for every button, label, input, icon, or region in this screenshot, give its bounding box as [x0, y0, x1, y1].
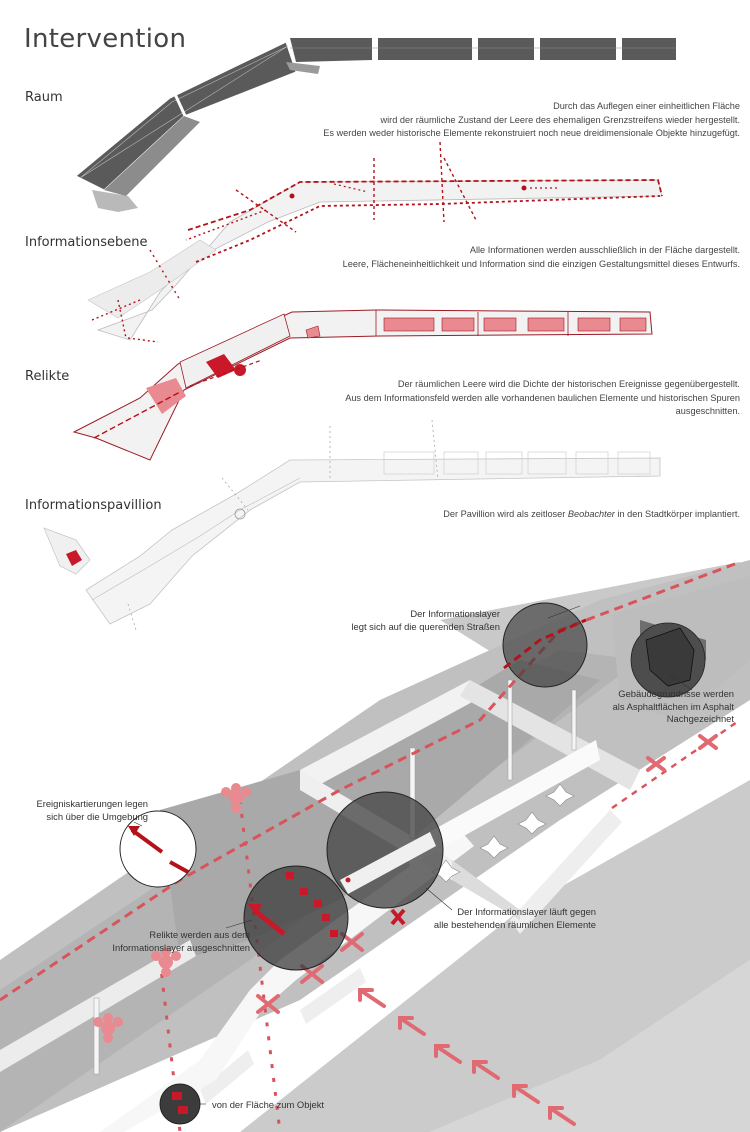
annotation-surface-object: von der Fläche zum Objekt [212, 1099, 325, 1110]
raum-line: Durch das Auflegen einer einheitlichen F… [553, 101, 740, 111]
informationsebene-line: Leere, Flächeneinheitlichkeit und Inform… [342, 258, 740, 269]
relikte-line: Aus dem Informationsfeld werden alle vor… [345, 392, 740, 417]
annotation-line: Nachgezeichnet [666, 713, 734, 724]
annotation-line: Informationslayer ausgeschnitten [112, 941, 250, 953]
annotation-layer-elements: Der Informationslayer läuft gegen alle b… [420, 906, 596, 931]
annotation-line: Relikte werden aus dem [149, 929, 250, 940]
annotation-line: alle bestehenden räumlichen Elemente [433, 918, 596, 930]
section-description-informationspavillion: Der Pavillion wird als zeitloser Beobach… [280, 508, 740, 522]
section-heading-relikte: Relikte [25, 369, 70, 384]
annotation-relics: Relikte werden aus dem Informationslayer… [80, 929, 250, 954]
raum-strip-diagram [75, 38, 676, 212]
pavillion-line-italic: Beobachter [567, 509, 615, 519]
relikte-strip-diagram [72, 309, 653, 461]
annotation-line: Gebäudegrundrisse werden [618, 688, 734, 699]
relikte-line: Der räumlichen Leere wird die Dichte der… [397, 379, 740, 389]
informationsebene-line: Alle Informationen werden ausschließlich… [469, 245, 740, 255]
section-heading-raum: Raum [25, 90, 63, 105]
annotation-layer-streets: Der Informationslayer legt sich auf die … [350, 608, 500, 633]
annotation-footprints: Gebäudegrundrisse werden als Asphaltfläc… [574, 688, 734, 726]
annotation-line: Der Informationslayer läuft gegen [457, 906, 596, 917]
axonometric-view [0, 560, 750, 1132]
annotation-line: legt sich auf die querenden Straßen [351, 620, 500, 632]
section-heading-informationsebene: Informationsebene [25, 235, 148, 250]
annotation-line: als Asphaltflächen im Asphalt [612, 700, 734, 712]
pavillion-line-post: in den Stadtkörper implantiert. [614, 509, 740, 519]
annotation-line: Der Informationslayer [410, 608, 500, 619]
informationsebene-strip-diagram [87, 141, 663, 343]
pavillion-strip-diagram [43, 419, 661, 631]
raum-line: wird der räumliche Zustand der Leere des… [380, 114, 740, 125]
annotation-line: Ereigniskartierungen legen [36, 798, 148, 809]
section-description-raum: Durch das Auflegen einer einheitlichen F… [280, 100, 740, 141]
section-heading-informationspavillion: Informationspavillion [25, 498, 162, 513]
raum-line: Es werden weder historische Elemente rek… [323, 128, 740, 138]
annotation-events: Ereigniskartierungen legen sich über die… [10, 798, 148, 823]
page-title: Intervention [24, 24, 187, 54]
annotation-line: sich über die Umgebung [46, 810, 148, 822]
pavillion-line-pre: Der Pavillion wird als zeitloser [443, 509, 568, 519]
section-description-informationsebene: Alle Informationen werden ausschließlich… [280, 244, 740, 271]
section-description-relikte: Der räumlichen Leere wird die Dichte der… [280, 378, 740, 419]
